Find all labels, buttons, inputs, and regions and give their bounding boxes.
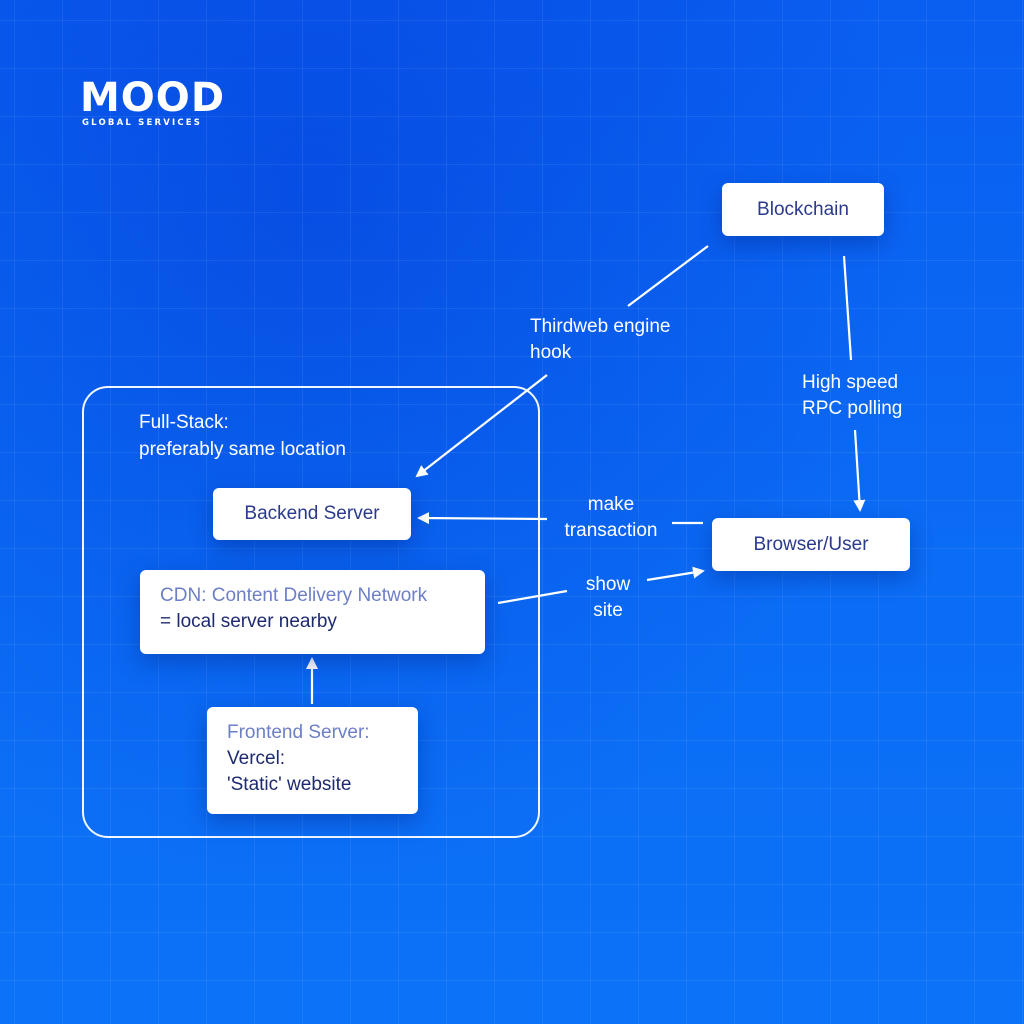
full-stack-note: preferably same location bbox=[139, 439, 346, 460]
cdn-description: = local server nearby bbox=[160, 611, 337, 632]
edge-transaction-to-backend-arrow bbox=[417, 512, 548, 525]
thirdweb-label-line1: Thirdweb engine bbox=[530, 316, 671, 337]
transaction-label-line1: make bbox=[587, 494, 635, 515]
show-label-line2: site bbox=[593, 600, 623, 621]
rpc-label-line2: RPC polling bbox=[802, 398, 903, 419]
browser-user-label: Browser/User bbox=[753, 533, 869, 555]
logo-wordmark: MOOD bbox=[80, 75, 226, 121]
rpc-label-line1: High speed bbox=[802, 372, 899, 393]
browser-user-node: Browser/User bbox=[712, 518, 910, 571]
show-site-label: show site bbox=[574, 572, 642, 624]
backend-server-node: Backend Server bbox=[213, 488, 411, 540]
logo-subtitle: GLOBAL SERVICES bbox=[82, 118, 203, 128]
blockchain-node: Blockchain bbox=[722, 183, 884, 236]
full-stack-title: Full-Stack: bbox=[139, 412, 229, 433]
frontend-server-node: Frontend Server: Vercel: 'Static' websit… bbox=[207, 707, 418, 814]
frontend-title: Frontend Server: bbox=[227, 722, 370, 743]
show-label-line1: show bbox=[585, 574, 631, 595]
blockchain-label: Blockchain bbox=[757, 198, 849, 220]
edge-blockchain-to-thirdweb-label bbox=[627, 245, 709, 307]
thirdweb-label-line2: hook bbox=[530, 342, 572, 363]
thirdweb-hook-label: Thirdweb engine hook bbox=[530, 314, 670, 366]
rpc-polling-label: High speed RPC polling bbox=[802, 370, 902, 422]
backend-server-label: Backend Server bbox=[244, 503, 380, 524]
cdn-node: CDN: Content Delivery Network = local se… bbox=[140, 570, 485, 654]
cdn-title: CDN: Content Delivery Network bbox=[160, 585, 428, 606]
frontend-description: 'Static' website bbox=[227, 774, 352, 795]
edge-show-to-browser-arrow bbox=[646, 566, 705, 582]
make-transaction-label: make transaction bbox=[552, 492, 670, 544]
edge-cdn-to-show-label bbox=[497, 589, 568, 605]
full-stack-label: Full-Stack: preferably same location bbox=[139, 409, 346, 463]
full-stack-group bbox=[82, 386, 540, 838]
frontend-host: Vercel: bbox=[227, 748, 286, 769]
transaction-label-line2: transaction bbox=[564, 520, 658, 541]
edge-rpc-to-browser-arrow bbox=[853, 429, 866, 512]
edge-blockchain-to-rpc-label bbox=[842, 255, 853, 361]
mood-logo: MOOD GLOBAL SERVICES bbox=[80, 78, 224, 128]
